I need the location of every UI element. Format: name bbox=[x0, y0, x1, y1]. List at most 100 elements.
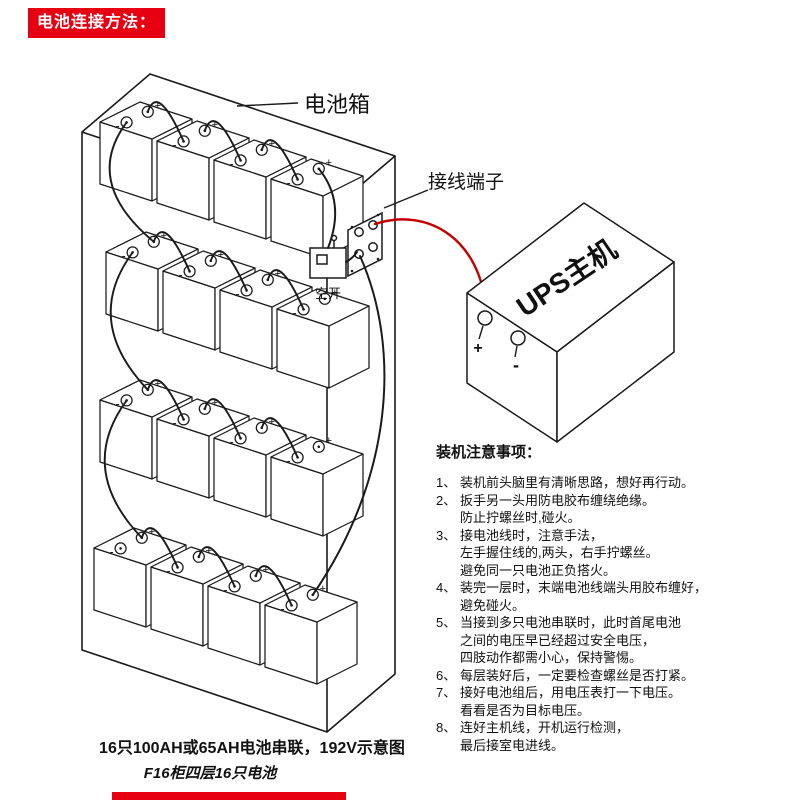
minus-mark: - bbox=[293, 305, 297, 319]
series-wire bbox=[203, 120, 242, 162]
series-wire bbox=[254, 565, 293, 607]
return-wire bbox=[311, 255, 386, 596]
battery-top-face bbox=[264, 584, 358, 623]
battery: +- bbox=[276, 287, 370, 389]
battery-top-face bbox=[156, 398, 250, 437]
plus-mark: + bbox=[149, 526, 155, 538]
series-wires bbox=[103, 101, 305, 607]
battery-top-face bbox=[213, 417, 307, 456]
row-link-wire bbox=[103, 399, 143, 539]
plus-mark: + bbox=[332, 287, 338, 299]
terminal-block-label: 接线端子 bbox=[428, 171, 504, 193]
note-text: 接好电池组后，用电压表打一下电压。 看看是否为目标电压。 bbox=[460, 685, 682, 718]
series-wire bbox=[203, 398, 242, 440]
battery-top-face bbox=[93, 527, 187, 566]
plus-mark: + bbox=[269, 416, 275, 428]
plus-mark: + bbox=[161, 230, 167, 242]
caption: 16只100AH或65AH电池串联，192V示意图 F16柜四层16只电池 bbox=[62, 734, 442, 783]
caption-line1: 16只100AH或65AH电池串联，192V示意图 bbox=[99, 740, 405, 757]
series-wire bbox=[260, 417, 299, 459]
battery: +- bbox=[270, 435, 364, 537]
minus-mark: - bbox=[173, 137, 177, 151]
note-number: 8、 bbox=[436, 720, 457, 735]
series-wire bbox=[146, 379, 185, 421]
note-item: 2、扳手另一头用防电胶布缠绕绝缘。 防止拧螺丝时,碰火。 bbox=[436, 492, 796, 527]
battery: +- bbox=[264, 583, 358, 685]
plus-mark: + bbox=[218, 249, 224, 261]
minus-mark: - bbox=[116, 118, 120, 132]
ups-minus-tick bbox=[514, 345, 518, 358]
installation-notes: 装机注意事项： 1、装机前头脑里有清晰思路，想好再行动。 2、扳手另一头用防电胶… bbox=[436, 441, 796, 754]
terminal-hole bbox=[354, 227, 364, 237]
ups-unit bbox=[466, 202, 675, 443]
plus-mark: + bbox=[326, 435, 332, 447]
plus-mark: + bbox=[206, 545, 212, 557]
battery-box-pointer bbox=[236, 102, 299, 107]
series-wire bbox=[197, 546, 236, 588]
cabinet-right-face bbox=[326, 156, 396, 733]
battery-box-label: 电池箱 bbox=[304, 92, 370, 117]
minus-mark: - bbox=[236, 286, 240, 300]
battery-top-face bbox=[162, 250, 256, 289]
post-dot bbox=[317, 445, 321, 449]
note-text: 当接到多只电池串联时，此时首尾电池 之间的电压早已经超过安全电压， 四肢动作都需… bbox=[460, 615, 682, 665]
row-link-wire bbox=[108, 121, 155, 243]
note-item: 6、每层装好后，一定要检查螺丝是否打紧。 bbox=[436, 667, 796, 685]
minus-mark: - bbox=[116, 396, 120, 410]
caption-line2: F16柜四层16只电池 bbox=[143, 765, 277, 782]
circuit-breaker bbox=[309, 234, 347, 279]
note-item: 1、装机前头脑里有清晰思路，想好再行动。 bbox=[436, 474, 796, 492]
note-item: 4、装完一层时，末端电池线端头用胶布缠好， 避免碰火。 bbox=[436, 579, 796, 614]
note-number: 1、 bbox=[436, 475, 457, 490]
plus-mark: + bbox=[263, 564, 269, 576]
series-wire bbox=[146, 101, 185, 143]
series-wire bbox=[209, 250, 248, 292]
plus-mark: + bbox=[275, 268, 281, 280]
note-text: 装机前头脑里有清晰思路，想好再行动。 bbox=[460, 475, 695, 490]
terminal-screw bbox=[350, 269, 354, 273]
terminal-screw bbox=[350, 225, 354, 229]
terminal-hole bbox=[368, 242, 378, 252]
note-text: 连好主机线，开机运行检测， 最后接室电进线。 bbox=[460, 720, 630, 753]
ups-minus-terminal bbox=[510, 330, 526, 346]
title-banner: 电池连接方法： bbox=[28, 8, 166, 38]
terminal-screw bbox=[376, 257, 380, 261]
post-dot bbox=[119, 547, 122, 550]
battery-top-face bbox=[99, 379, 193, 418]
note-text: 装完一层时，末端电池线端头用胶布缠好， 避免碰火。 bbox=[460, 580, 708, 613]
terminal-hole bbox=[368, 220, 378, 230]
terminal-block-pointer bbox=[383, 189, 429, 209]
minus-mark: - bbox=[287, 175, 291, 189]
minus-mark: - bbox=[122, 248, 126, 262]
note-item: 3、接电池线时，注意手法， 左手握住线的,两头，右手拧螺丝。 避免同一只电池正负… bbox=[436, 527, 796, 580]
battery-top-face bbox=[219, 269, 313, 308]
note-text: 每层装好后，一定要检查螺丝是否打紧。 bbox=[460, 667, 695, 683]
minus-mark: - bbox=[287, 453, 291, 467]
battery-to-breaker-wire bbox=[317, 167, 337, 249]
minus-mark: - bbox=[230, 156, 234, 170]
minus-mark: - bbox=[173, 415, 177, 429]
plus-mark: + bbox=[212, 397, 218, 409]
series-wire bbox=[266, 269, 305, 311]
note-number: 4、 bbox=[436, 580, 457, 595]
breaker-switch bbox=[316, 254, 328, 265]
minus-mark: - bbox=[281, 601, 285, 615]
battery-top-face bbox=[105, 231, 199, 270]
battery-top-face bbox=[207, 565, 301, 604]
plus-mark: + bbox=[320, 583, 326, 595]
terminal-screw bbox=[376, 213, 380, 217]
cutoff-red-strip bbox=[112, 792, 346, 800]
minus-mark: - bbox=[110, 544, 114, 558]
post-dot bbox=[323, 297, 327, 301]
plus-mark: + bbox=[269, 138, 275, 150]
battery-top-face bbox=[99, 101, 193, 140]
ups-front-right-face bbox=[556, 261, 675, 443]
note-number: 6、 bbox=[436, 667, 457, 683]
note-number: 7、 bbox=[436, 685, 457, 700]
note-text: 接电池线时，注意手法， 左手握住线的,两头，右手拧螺丝。 避免同一只电池正负搭火… bbox=[460, 527, 659, 578]
battery-top-face bbox=[213, 139, 307, 178]
note-text: 扳手另一头用防电胶布缠绕绝缘。 防止拧螺丝时,碰火。 bbox=[460, 492, 656, 526]
battery-top-face bbox=[150, 546, 244, 585]
